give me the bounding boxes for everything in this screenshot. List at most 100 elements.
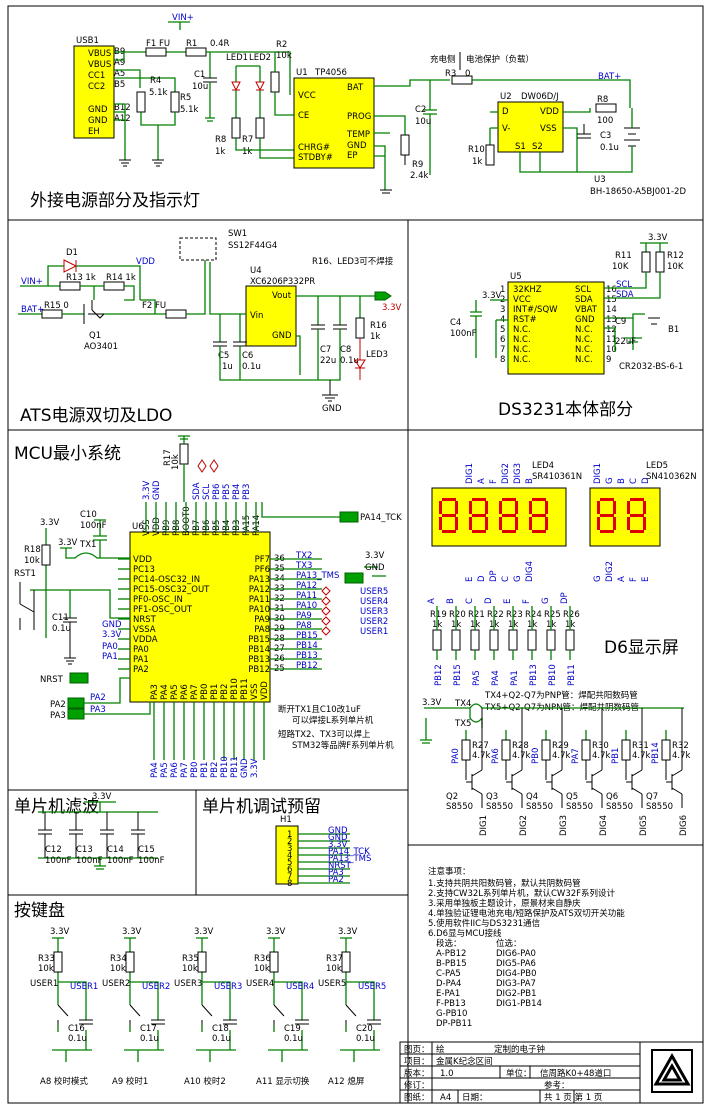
key-pullup-resistor [269,951,279,973]
ic-u5-ds3231 [507,281,605,375]
led2-symbol [255,81,265,92]
mcu-note-1: 断开TX1且C10改1uF [278,704,361,715]
q-res-ref: R29 [552,741,569,751]
pa13-port [344,572,364,584]
u2-pin: D [502,107,509,117]
seg-res-ref: R26 [563,610,580,620]
key-switch [345,1004,357,1025]
u6-bottom-net: PB10 [220,756,230,778]
key-res-ref: R33 [38,954,55,964]
mcu-section: MCU最小系统 U6 VDDPC13PC14-OSC32_INPC15-OSC3… [14,435,402,778]
note-map-head: 段选： [436,938,462,949]
filter-cap-value: 100nF [138,856,165,866]
led-wire [235,65,261,120]
usb-pin-name: EH [88,127,100,137]
u5-pin-num: 6 [500,335,505,345]
q-base-net: PB14 [651,742,661,764]
u5-pin-num: 11 [606,335,617,345]
r16-label: R16 [370,321,387,331]
u6-right-net: TX2 [295,551,312,561]
c7-label: C7 [320,345,331,355]
mcu-note-4: STM32等品牌F系列单片机 [292,740,394,751]
seg-res-pin: PA1 [510,670,520,686]
u6-pin-bottom: PB1 [210,684,220,700]
u6-pin-bottom: PB2 [220,684,230,700]
u6-pin-bottom: PB11 [240,678,250,700]
key-res-value: 10k [326,964,342,974]
h1-pin-num: 2 [287,837,292,847]
key-wire [124,937,164,1062]
title-block: 图页： 绘 定制的电子钟 项目： 金属K纪念区间 版本： 1.0 单位： 信周路… [399,1041,704,1104]
usb-pin-name: VBUS [88,60,111,70]
protect-side-label: 电池保护（负载） [466,54,534,65]
h1-pin-num: 3 [287,844,292,854]
switch-sw1 [179,237,217,261]
h1-pin-num: 8 [287,879,292,889]
resistor-r16 [355,317,365,339]
digit-segment [455,501,458,514]
vbat-wire [604,313,645,352]
r7-label: R7 [242,135,253,145]
seg-letter: D [484,597,494,604]
ldo-gnd-symbol [322,380,338,402]
pa1-label: PA1 [102,652,118,662]
h1-pin-num: 4 [287,851,292,861]
u5-pin-left: INT#/SQW [513,305,558,315]
usb-pin-name: GND [88,116,108,126]
digit-segment [545,501,548,514]
digit-segment [597,501,600,514]
r11-value: 10K [612,262,629,272]
r5-value: 5.1k [180,105,199,115]
seg-resistor [432,629,442,651]
seg-resistor [546,629,556,651]
seg-resistor [451,629,461,651]
tb-project-label: 项目： [404,1057,430,1067]
u6-pin-bottom: PB10 [230,678,240,700]
key-pullup-resistor [341,951,351,973]
r12-value: 10K [667,262,684,272]
resistor-r9 [400,134,410,156]
digit-segment [469,501,472,514]
note-line: 4.单独验证锂电池充电/短路保护及ATS双切开关功能 [428,908,625,919]
u6-top-net: PB3 [242,484,252,500]
q-res-ref: R31 [632,741,649,751]
gnd-wire [114,103,176,160]
digit-segment [439,501,442,514]
pa14-port-label: PA14_TCK [360,513,402,523]
seg-res-pin: PB15 [453,664,463,686]
user-net-label: USER5 [360,587,388,597]
mosfet-q1 [83,300,105,324]
u5-pin-left: N.C. [513,325,531,335]
u6-bottom-net: GND [240,758,250,778]
led4-pin-top: DIG1 [465,463,475,484]
u4-gnd: GND [272,331,292,341]
q1-ref: Q1 [89,331,101,341]
u2-pin: S1 [515,142,526,152]
u6-pin-top: PB9 [162,520,172,536]
q-ref: Q3 [486,792,498,802]
u6-pin-bottom: PA4 [160,684,170,700]
r2-label: R2 [276,40,287,50]
key-cap-ref: C18 [212,1024,229,1034]
r8-value: 1k [215,147,225,157]
led5-pin-bottom: F [629,577,639,582]
ic-u6-mcu [129,531,271,703]
note-map-dig: DIG2-PB1 [496,989,536,999]
seg-letter: G [541,597,551,604]
u6-pin-left: VDDA [133,635,158,645]
nrst-port-label: NRST [40,675,64,685]
digit-segment [630,498,644,501]
led5-pin-top: DIG1 [593,463,603,484]
q-dig: DIG4 [599,815,609,836]
reset-button[interactable] [19,582,35,630]
battery-b1 [648,317,660,325]
led5-pin-bottom: G [593,575,603,582]
mcu-note-3: 短路TX2、TX3可以焊上 [278,729,371,740]
q-base-resistor [621,739,631,761]
vcc-wire [206,51,291,95]
seg-res-pin: PB11 [567,664,577,686]
q-res-ref: R32 [672,741,689,751]
key-user-net: USER1 [70,982,98,992]
u5-pin-num: 16 [606,285,617,295]
seg-resistor [508,629,518,651]
